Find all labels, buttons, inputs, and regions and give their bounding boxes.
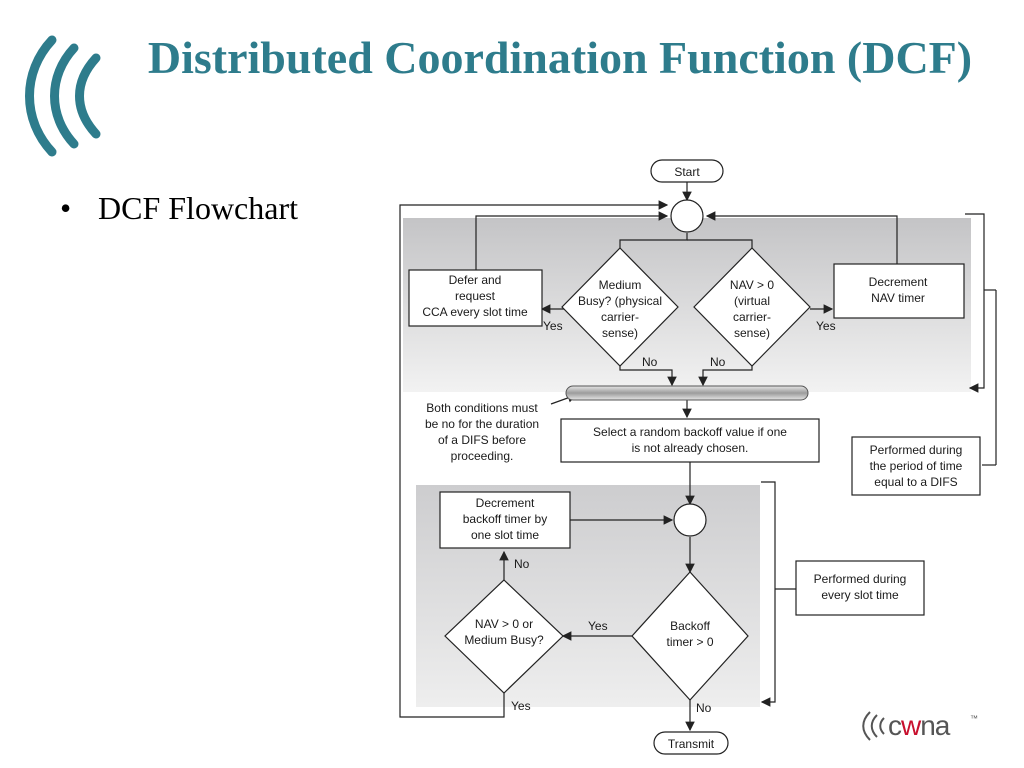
wireless-arcs-logo — [25, 35, 101, 157]
difs-note-box — [851, 436, 981, 496]
nav-or-busy-line-2: Medium Busy? — [464, 633, 544, 647]
select-backoff-box — [560, 418, 820, 463]
yes-label-nav: Yes — [816, 319, 836, 333]
bullet-list: • DCF Flowchart — [60, 190, 298, 227]
nav-or-busy-line-1: NAV > 0 or — [475, 617, 533, 631]
start-label: Start — [674, 165, 700, 179]
start-terminal — [650, 159, 724, 183]
backoff-timer-line-2: timer > 0 — [666, 635, 713, 649]
cwna-arcs-icon — [862, 711, 885, 741]
bullet-text: DCF Flowchart — [98, 190, 298, 226]
nav-line-4: sense) — [734, 326, 770, 340]
nav-diamond — [693, 247, 811, 367]
defer-box — [408, 269, 543, 327]
medium-busy-line-4: sense) — [602, 326, 638, 340]
conditions-line-3: of a DIFS before — [438, 433, 526, 447]
backoff-timer-line-1: Backoff — [670, 619, 710, 633]
slot-note-box — [795, 560, 925, 616]
slide-title: Distributed Coordination Function (DCF) — [147, 32, 973, 83]
join-circle-top — [670, 199, 704, 233]
decrement-backoff-box — [439, 491, 571, 549]
defer-line-3: CCA every slot time — [422, 305, 528, 319]
no-label-backoff: No — [696, 701, 712, 715]
nav-line-3: carrier- — [733, 310, 771, 324]
defer-line-2: request — [455, 289, 496, 303]
decrement-backoff-line-2: backoff timer by — [463, 512, 547, 526]
bullet-symbol: • — [60, 190, 72, 226]
cwna-logo: cwna ™ — [858, 708, 988, 748]
transmit-terminal — [653, 731, 729, 755]
conditions-line-4: proceeding. — [451, 449, 514, 463]
conditions-line-2: be no for the duration — [425, 417, 539, 431]
transmit-label: Transmit — [668, 737, 715, 751]
no-label-nav-busy: No — [514, 557, 530, 571]
slot-note-line-1: Performed during — [814, 572, 907, 586]
select-backoff-line-2: is not already chosen. — [632, 441, 749, 455]
yes-label-medium: Yes — [543, 319, 563, 333]
nav-or-busy-diamond — [444, 579, 564, 694]
bullet-item: • DCF Flowchart — [60, 190, 298, 227]
decrement-nav-box — [833, 263, 965, 319]
backoff-timer-diamond — [631, 571, 749, 701]
trademark-symbol: ™ — [970, 714, 978, 723]
defer-line-1: Defer and — [449, 273, 502, 287]
no-label-medium: No — [642, 355, 658, 369]
nav-line-2: (virtual — [734, 294, 770, 308]
medium-busy-line-3: carrier- — [601, 310, 639, 324]
select-backoff-line-1: Select a random backoff value if one — [593, 425, 787, 439]
medium-busy-diamond — [561, 247, 679, 367]
merge-bar — [565, 385, 809, 401]
nav-line-1: NAV > 0 — [730, 278, 774, 292]
join-circle-slot — [673, 503, 707, 537]
difs-note-line-2: the period of time — [870, 459, 963, 473]
decrement-backoff-line-1: Decrement — [476, 496, 535, 510]
yes-label-nav-busy: Yes — [511, 699, 531, 713]
medium-busy-line-2: Busy? (physical — [578, 294, 662, 308]
no-label-nav: No — [710, 355, 726, 369]
difs-note-line-1: Performed during — [870, 443, 963, 457]
slot-note-line-2: every slot time — [821, 588, 899, 602]
decrement-backoff-line-3: one slot time — [471, 528, 539, 542]
yes-label-backoff: Yes — [588, 619, 608, 633]
medium-busy-line-1: Medium — [599, 278, 642, 292]
cwna-wordmark: cwna — [888, 710, 950, 741]
difs-note-line-3: equal to a DIFS — [874, 475, 957, 489]
conditions-line-1: Both conditions must — [426, 401, 538, 415]
decrement-nav-line-2: NAV timer — [871, 291, 925, 305]
decrement-nav-line-1: Decrement — [869, 275, 928, 289]
